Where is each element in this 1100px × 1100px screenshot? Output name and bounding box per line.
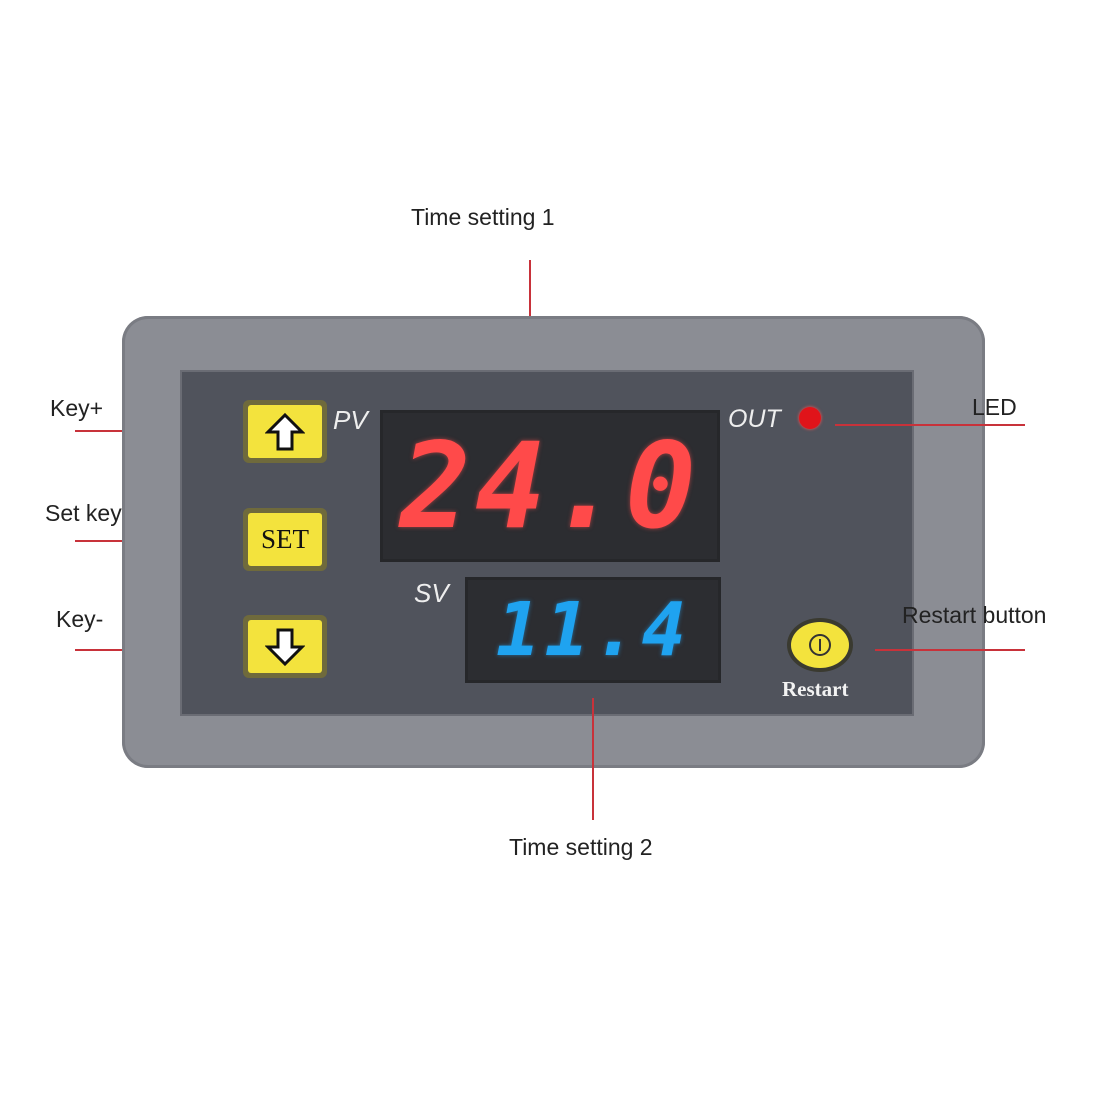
- callout-time-setting-2: Time setting 2: [509, 834, 653, 860]
- arrow-up-icon: [265, 412, 305, 450]
- key-plus-button[interactable]: [243, 400, 327, 463]
- callout-line: [592, 698, 594, 820]
- power-icon: [809, 634, 831, 656]
- set-label: SET: [260, 524, 309, 554]
- callout-time-setting-1: Time setting 1: [411, 204, 555, 230]
- callout-restart-button: Restart button: [902, 602, 1047, 628]
- pv-label: PV: [333, 405, 368, 435]
- sv-label: SV: [414, 578, 449, 608]
- arrow-down-icon: [265, 628, 305, 666]
- sv-value: 11.4: [495, 587, 691, 673]
- callout-line: [835, 424, 1025, 426]
- callout-key-minus: Key-: [56, 606, 104, 632]
- pv-value: 24.0: [399, 417, 701, 555]
- restart-button[interactable]: [787, 618, 853, 672]
- pv-display: 24.0: [380, 410, 720, 562]
- out-led: [799, 407, 821, 429]
- key-minus-button[interactable]: [243, 615, 327, 678]
- out-label: OUT: [728, 405, 781, 433]
- callout-line: [875, 649, 1025, 651]
- callout-led: LED: [972, 394, 1017, 420]
- callout-key-plus: Key+: [50, 395, 104, 421]
- restart-label: Restart: [782, 677, 849, 701]
- callout-set-key: Set key: [45, 500, 122, 526]
- sv-display: 11.4: [465, 577, 721, 683]
- set-button[interactable]: SET: [243, 508, 327, 571]
